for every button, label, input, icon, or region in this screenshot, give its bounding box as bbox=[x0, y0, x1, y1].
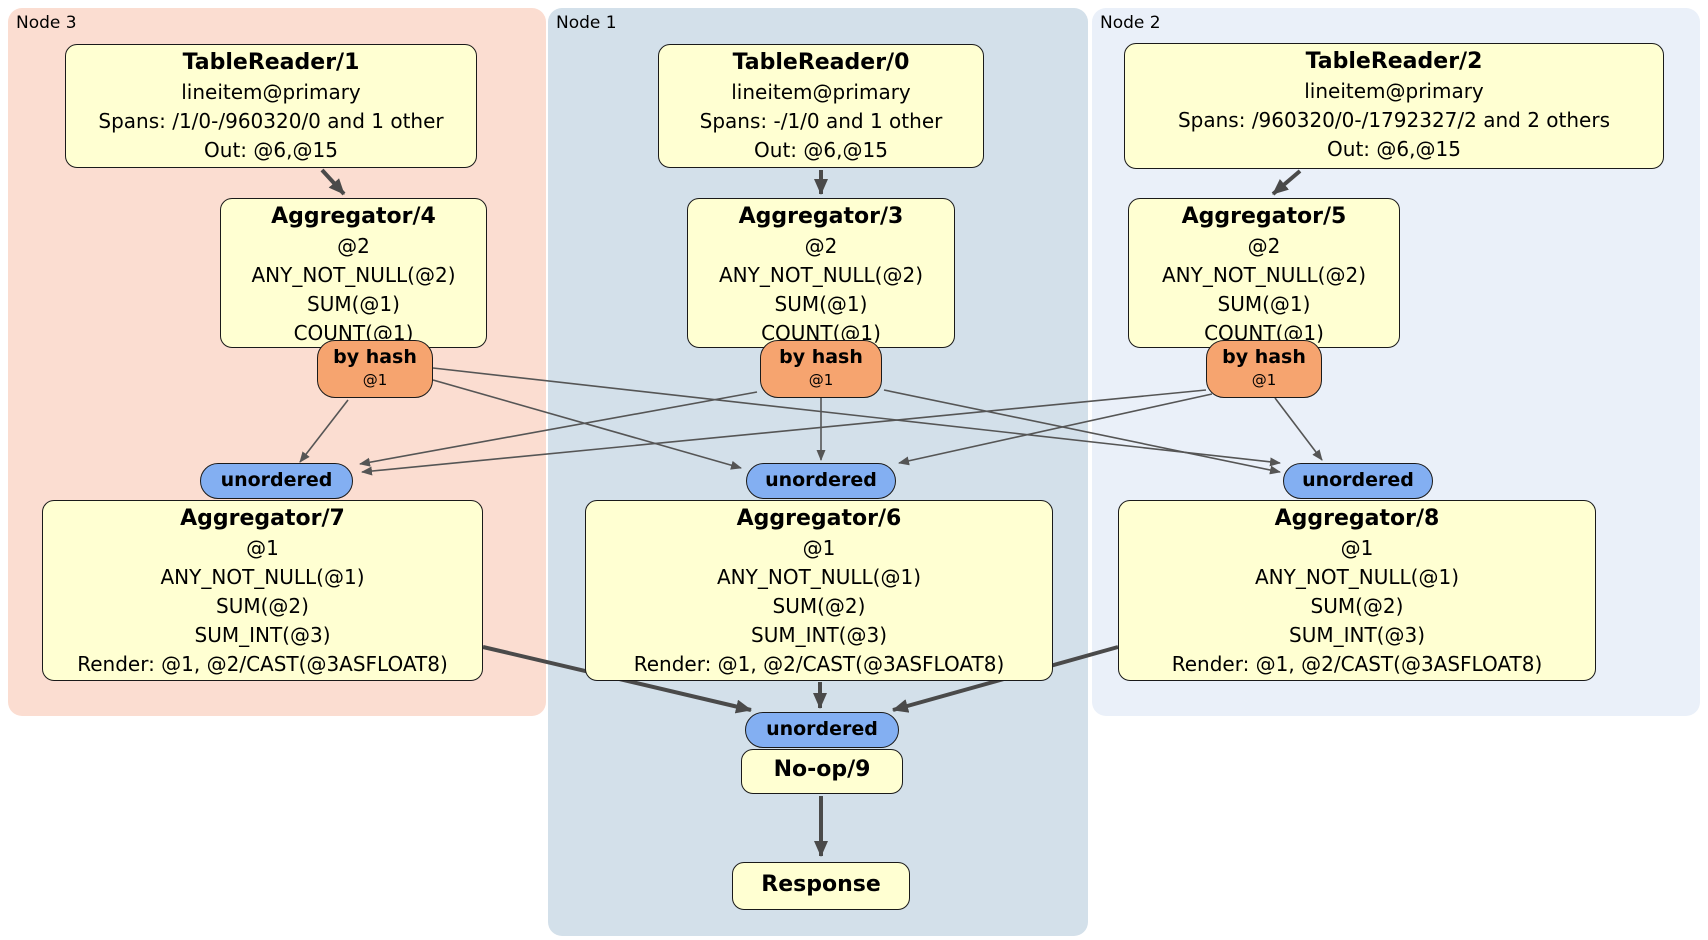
region-label-node-3: Node 3 bbox=[16, 13, 77, 33]
processor-line: @2 bbox=[804, 234, 838, 258]
processor-title: Aggregator/8 bbox=[1274, 506, 1440, 531]
by-hash-label: by hash bbox=[779, 346, 863, 368]
processor-noop-9: No-op/9 bbox=[741, 749, 903, 794]
badge-unordered-final: unordered bbox=[745, 712, 899, 748]
processor-line: Render: @1, @2/CAST(@3ASFLOAT8) bbox=[1171, 652, 1543, 676]
edge-bh5-un8 bbox=[1274, 397, 1323, 461]
processor-line: SUM(@2) bbox=[1310, 594, 1404, 618]
processor-line: Spans: /960320/0-/1792327/2 and 2 others bbox=[1177, 108, 1610, 132]
processor-line: Render: @1, @2/CAST(@3ASFLOAT8) bbox=[77, 652, 448, 676]
processor-line: SUM_INT(@3) bbox=[194, 623, 331, 647]
processor-line: SUM(@2) bbox=[772, 594, 866, 618]
by-hash-label: by hash bbox=[1222, 346, 1306, 368]
processor-line: Spans: -/1/0 and 1 other bbox=[699, 109, 943, 133]
by-hash-label: by hash bbox=[333, 346, 417, 368]
edge-tr1-agg4 bbox=[320, 168, 346, 196]
by-hash-key: @1 bbox=[362, 371, 388, 389]
edge-tr2-agg5 bbox=[1271, 169, 1302, 196]
badge-by-hash-agg5: by hash @1 bbox=[1206, 340, 1322, 398]
processor-line: Render: @1, @2/CAST(@3ASFLOAT8) bbox=[633, 652, 1005, 676]
badge-unordered-agg7: unordered bbox=[200, 463, 353, 499]
processor-title: TableReader/0 bbox=[732, 50, 910, 75]
processor-line: SUM(@1) bbox=[774, 292, 868, 316]
by-hash-key: @1 bbox=[808, 371, 834, 389]
edge-bh3-un7 bbox=[359, 391, 758, 467]
processor-line: SUM_INT(@3) bbox=[751, 623, 887, 647]
processor-line: Spans: /1/0-/960320/0 and 1 other bbox=[98, 109, 444, 133]
unordered-label: unordered bbox=[1302, 469, 1414, 491]
processor-title: TableReader/1 bbox=[182, 50, 360, 75]
processor-title: Response bbox=[761, 872, 881, 897]
processor-line: ANY_NOT_NULL(@1) bbox=[1255, 565, 1459, 589]
processor-line: @1 bbox=[1340, 536, 1374, 560]
processor-title: Aggregator/7 bbox=[180, 506, 345, 531]
processor-title: No-op/9 bbox=[773, 757, 871, 782]
processor-line: ANY_NOT_NULL(@2) bbox=[1162, 263, 1366, 287]
edge-bh5-un7 bbox=[361, 389, 1207, 476]
processor-line: SUM(@1) bbox=[1217, 292, 1311, 316]
processor-title: TableReader/2 bbox=[1305, 49, 1483, 74]
unordered-label: unordered bbox=[220, 469, 333, 491]
processor-line: Out: @6,@15 bbox=[204, 138, 338, 162]
unordered-label: unordered bbox=[765, 469, 877, 491]
badge-by-hash-agg3: by hash @1 bbox=[760, 340, 882, 398]
processor-line: lineitem@primary bbox=[731, 80, 911, 104]
processor-line: ANY_NOT_NULL(@1) bbox=[160, 565, 365, 589]
by-hash-key: @1 bbox=[1251, 371, 1277, 389]
processor-line: SUM_INT(@3) bbox=[1289, 623, 1425, 647]
processor-title: Aggregator/3 bbox=[738, 204, 904, 229]
edge-bh4-un6 bbox=[432, 379, 742, 470]
processor-line: ANY_NOT_NULL(@1) bbox=[717, 565, 921, 589]
processor-line: @2 bbox=[1247, 234, 1281, 258]
processor-line: Out: @6,@15 bbox=[1327, 137, 1461, 161]
processor-title: Aggregator/6 bbox=[736, 506, 902, 531]
processor-line: @2 bbox=[337, 234, 370, 258]
processor-title: Aggregator/4 bbox=[271, 204, 436, 229]
edge-bh5-un6 bbox=[898, 393, 1213, 466]
region-label-node-1: Node 1 bbox=[556, 13, 617, 33]
processor-line: @1 bbox=[246, 536, 279, 560]
edge-bh3-un8 bbox=[883, 389, 1281, 475]
processor-line: lineitem@primary bbox=[1304, 79, 1484, 103]
processor-line: ANY_NOT_NULL(@2) bbox=[719, 263, 923, 287]
badge-unordered-agg6: unordered bbox=[746, 463, 896, 499]
processor-line: SUM(@2) bbox=[216, 594, 309, 618]
region-label-node-2: Node 2 bbox=[1100, 13, 1161, 33]
badge-unordered-agg8: unordered bbox=[1283, 463, 1433, 499]
unordered-label: unordered bbox=[766, 718, 878, 740]
response-box: Response bbox=[732, 862, 910, 910]
processor-line: Out: @6,@15 bbox=[754, 138, 888, 162]
processor-title: Aggregator/5 bbox=[1181, 204, 1347, 229]
processor-line: ANY_NOT_NULL(@2) bbox=[251, 263, 456, 287]
processor-line: @1 bbox=[802, 536, 836, 560]
processor-line: lineitem@primary bbox=[181, 80, 361, 104]
badge-by-hash-agg4: by hash @1 bbox=[317, 340, 433, 398]
processor-line: SUM(@1) bbox=[307, 292, 400, 316]
edge-bh4-un7 bbox=[299, 399, 349, 463]
edge-bh4-un8 bbox=[432, 367, 1281, 467]
